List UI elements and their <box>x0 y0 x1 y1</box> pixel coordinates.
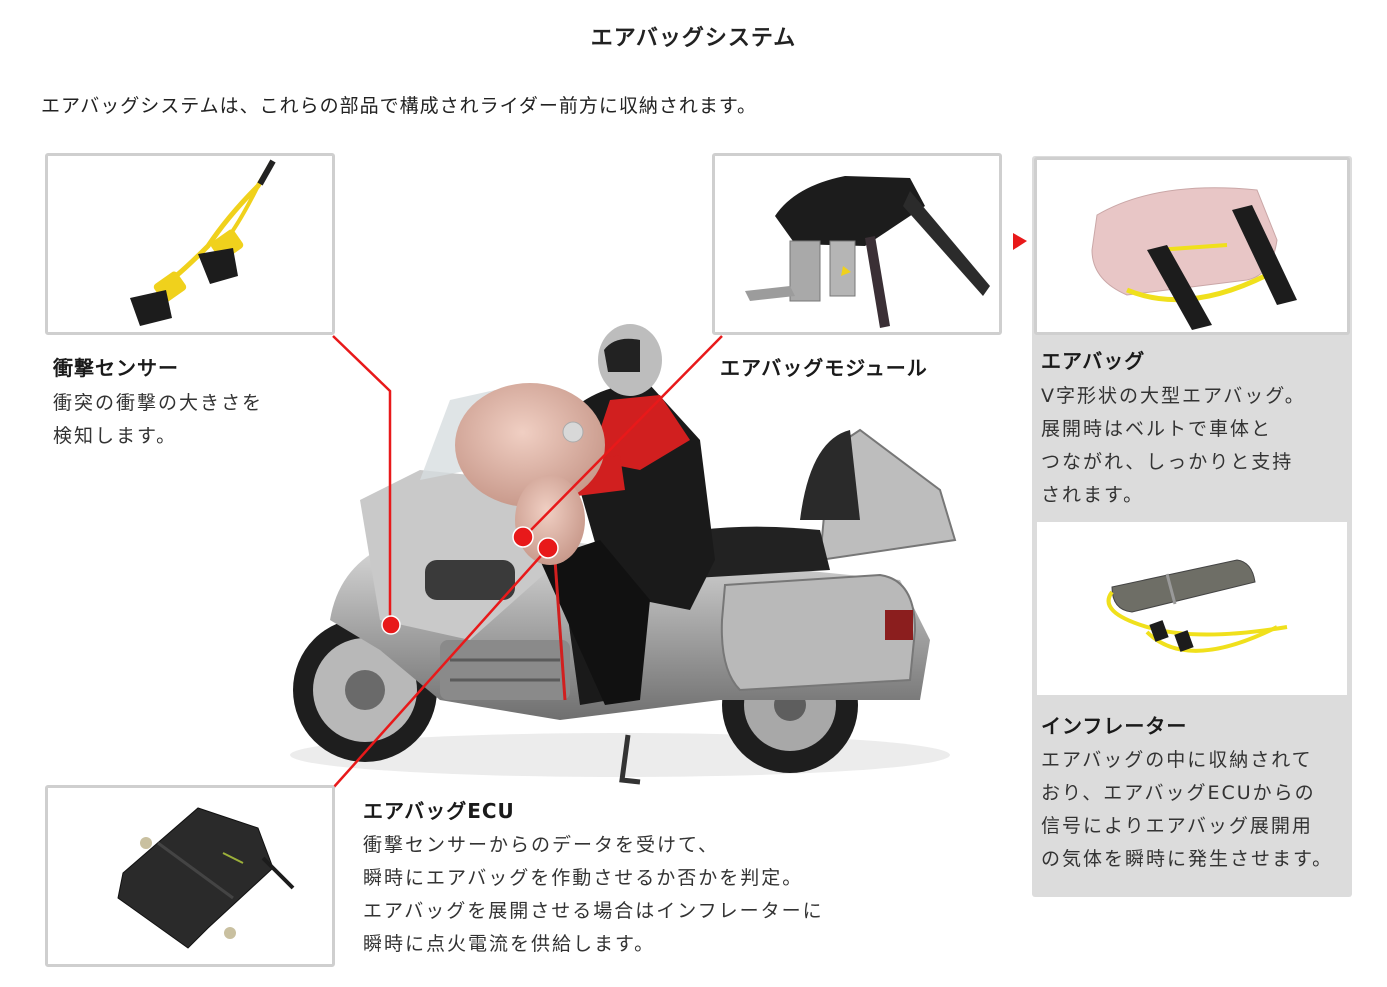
airbag-module-image <box>745 176 990 328</box>
airbag-title: エアバッグ <box>1041 349 1146 373</box>
airbag-ecu-dot <box>537 537 559 559</box>
inflator-photo <box>1037 522 1347 695</box>
airbag-ecu-callout-line <box>332 547 549 789</box>
rider <box>540 324 715 705</box>
airbag-ecu-desc: 衝撃センサーからのデータを受けて、 瞬時にエアバッグを作動させるか否かを判定。 … <box>363 834 824 955</box>
inflator-desc: エアバッグの中に収納されて おり、エアバッグECUからの 信号によりエアバッグ展… <box>1041 749 1334 870</box>
intro-text: エアバッグシステムは、これらの部品で構成されライダー前方に収納されます。 <box>41 95 758 117</box>
airbag-photo <box>1034 157 1350 335</box>
airbag-ecu-title: エアバッグECU <box>363 799 515 823</box>
deployed-airbag <box>455 383 605 507</box>
impact-sensor-photo <box>45 153 335 335</box>
airbag-image <box>1091 187 1297 330</box>
impact-sensor-title: 衝撃センサー <box>53 356 179 380</box>
impact-sensor-dot <box>381 615 401 635</box>
inflator-title: インフレーター <box>1041 714 1188 738</box>
callout-dots <box>381 526 559 635</box>
page-title: エアバッグシステム <box>590 26 797 51</box>
airbag-module-title: エアバッグモジュール <box>720 356 928 380</box>
inflator-image <box>1106 559 1288 653</box>
impact-sensor-desc: 衝突の衝撃の大きさを 検知します。 <box>53 392 264 447</box>
airbag-module-photo <box>712 153 1002 335</box>
airbag-desc: V字形状の大型エアバッグ。 展開時はベルトで車体と つながれ、しっかりと支持 さ… <box>1041 385 1306 506</box>
airbag-ecu-image <box>117 807 295 949</box>
airbag-ecu-photo <box>45 785 335 967</box>
impact-sensor-image <box>130 159 276 326</box>
airbag-module-dot <box>512 526 534 548</box>
arrow-right-icon <box>1013 233 1027 250</box>
airbag-module-callout-line <box>523 335 723 538</box>
callout-lines <box>332 335 723 789</box>
impact-sensor-callout-line <box>332 335 392 622</box>
